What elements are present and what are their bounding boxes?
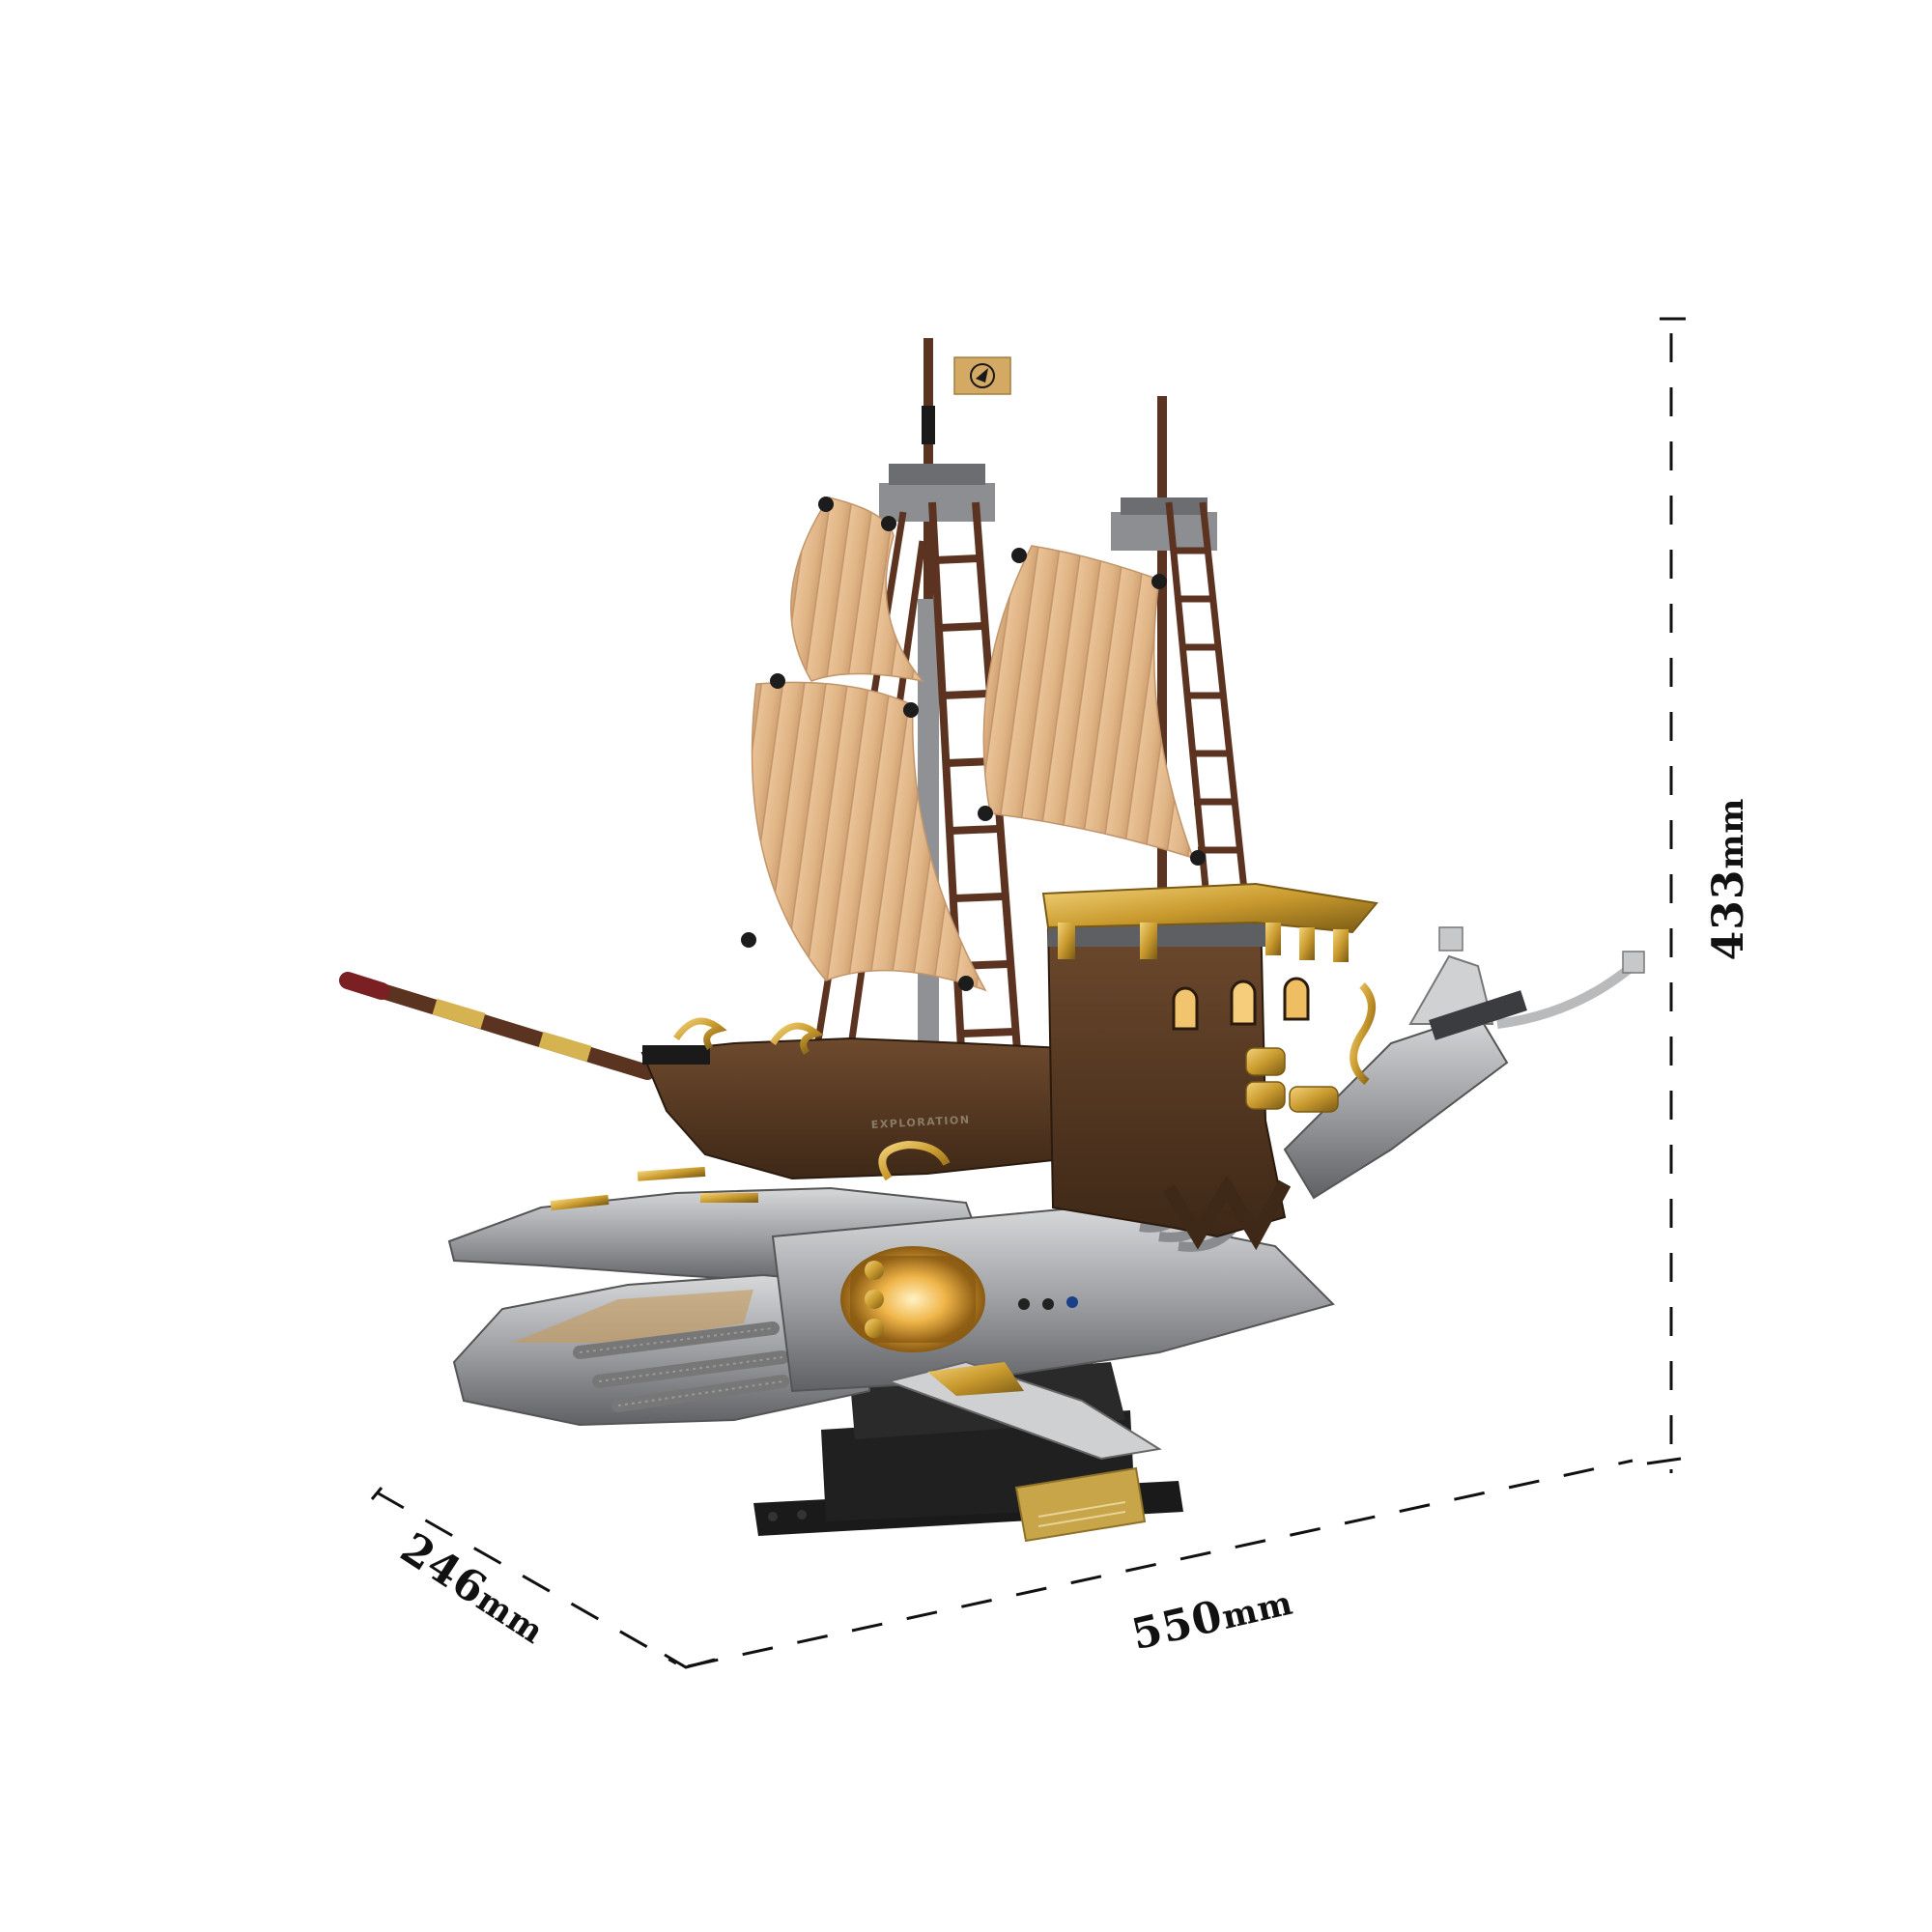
height-unit: mm	[1713, 797, 1751, 869]
height-value: 433	[1704, 868, 1753, 961]
navigation-arrow-icon	[976, 368, 988, 383]
hull-marking: EXPLORATION	[870, 1114, 970, 1131]
width-unit: mm	[1218, 1583, 1297, 1638]
rear-sail	[982, 545, 1195, 860]
front-lower-sail	[751, 681, 987, 992]
flag	[922, 356, 1011, 444]
height-dimension-label: 433mm	[1700, 763, 1758, 995]
whale-body	[447, 1139, 1335, 1461]
whale-tail	[1283, 926, 1645, 1200]
ship-hull: EXPLORATION	[640, 882, 1378, 1251]
bowsprit	[339, 972, 655, 1080]
dimension-lines	[370, 317, 1686, 1669]
stern-windows	[1172, 977, 1310, 1031]
rigging	[741, 338, 1250, 1141]
